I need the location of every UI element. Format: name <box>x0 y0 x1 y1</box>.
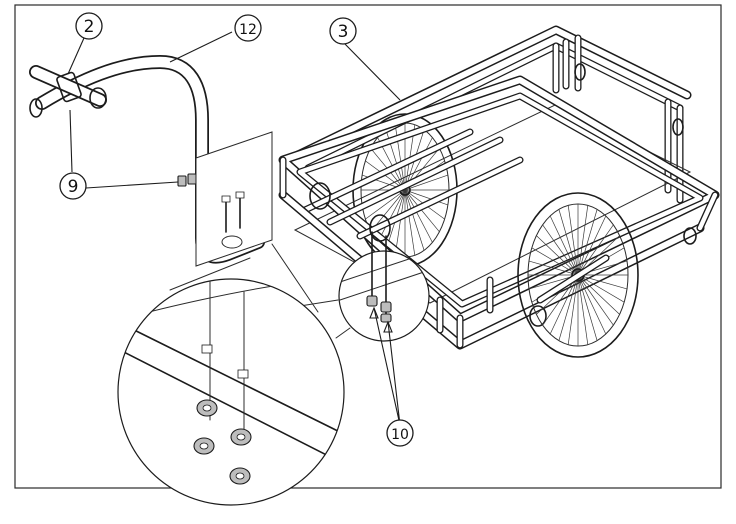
wheel-spoke <box>528 260 579 276</box>
callout-2-label: 2 <box>84 17 95 37</box>
wheel-spoke <box>404 189 416 256</box>
callout-9-label: 9 <box>68 177 79 197</box>
mounting-plate <box>195 131 273 267</box>
wheel-spoke <box>365 189 406 220</box>
wheel-spoke <box>577 215 607 276</box>
wheel-spoke <box>577 274 628 290</box>
callout-12-label: 12 <box>239 22 257 38</box>
wheel-spoke <box>404 189 425 251</box>
wheel-spoke <box>577 224 614 276</box>
wheel-spoke <box>394 189 406 256</box>
diagram-frame <box>14 4 722 489</box>
leader-lines <box>67 31 401 426</box>
zoom-connector <box>169 243 351 339</box>
wheel-spoke <box>567 205 579 276</box>
wheel-spoke <box>577 209 598 276</box>
wheel-spoke <box>577 274 620 315</box>
wheel-spoke <box>404 174 449 191</box>
wheel-spoke <box>404 189 449 206</box>
wheel-spoke <box>577 274 607 335</box>
wheel-spoke <box>567 274 579 345</box>
wheel-spoke <box>577 274 589 345</box>
callout-2: 2 <box>75 12 103 40</box>
wheel-spoke <box>542 224 579 276</box>
front-wheel <box>517 192 639 358</box>
wheel-spoke <box>558 274 579 341</box>
wheel-spoke <box>577 274 625 303</box>
wheel-spoke <box>577 205 589 276</box>
wheel-spoke <box>536 235 579 276</box>
detail-reference-circle <box>338 231 430 342</box>
callout-12: 12 <box>234 14 262 42</box>
wheel-spoke <box>549 215 579 276</box>
callout-10: 10 <box>386 419 414 447</box>
wheel-spoke <box>577 274 598 341</box>
wheel-spoke <box>531 247 579 276</box>
wheel-spoke <box>577 274 614 326</box>
wheel-spoke <box>558 209 579 276</box>
callout-3-label: 3 <box>338 22 349 42</box>
callout-9: 9 <box>59 172 87 200</box>
wheel-spoke <box>404 189 433 243</box>
wheel-spoke <box>404 189 440 233</box>
wheel-spoke <box>377 189 406 243</box>
zoom-detail-circle <box>117 278 345 506</box>
wheel-spoke <box>549 274 579 335</box>
callout-3: 3 <box>329 17 357 45</box>
callout-10-label: 10 <box>391 427 409 443</box>
